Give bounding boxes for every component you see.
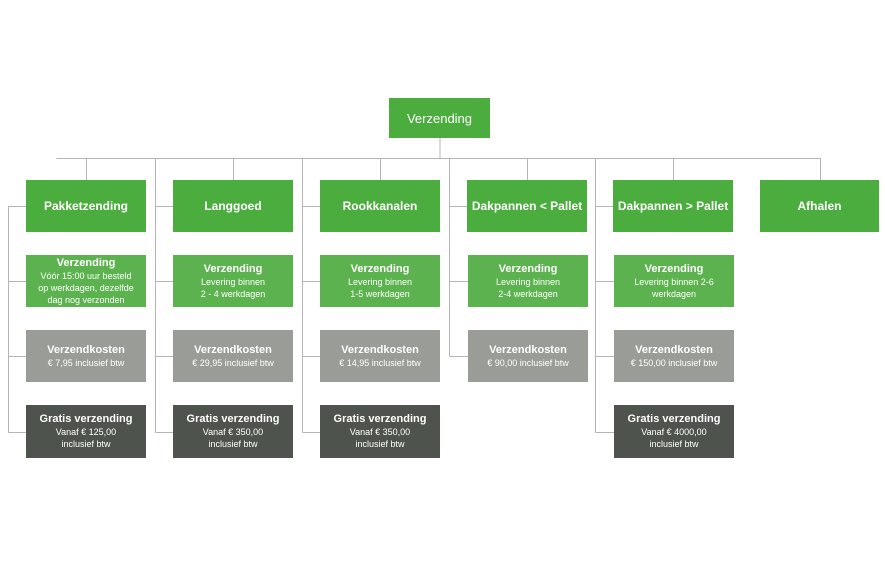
gratis-card-title: Gratis verzending (186, 413, 280, 425)
verzending-card-title: Verzending (56, 256, 116, 269)
gratis-card-line: inclusief btw (355, 439, 405, 449)
gratis-card-title: Gratis verzending (39, 413, 133, 425)
category-header-pakketzending: Pakketzending (26, 180, 146, 232)
gratis-card-title: Gratis verzending (333, 413, 427, 425)
category-header-label: Afhalen (797, 199, 842, 213)
verzending-card-title: Verzending (203, 262, 263, 275)
verzending-card-line: 2-4 werkdagen (498, 288, 558, 299)
category-header-rookkanalen: Rookkanalen (320, 180, 440, 232)
category-header-label: Dakpannen > Pallet (617, 199, 729, 213)
kosten-card: Verzendkosten€ 14,95 inclusief btw (320, 330, 440, 382)
kosten-card: Verzendkosten€ 150,00 inclusief btw (614, 330, 734, 382)
kosten-card-line: € 90,00 inclusief btw (487, 357, 569, 368)
verzending-card-line: Levering binnen (200, 276, 266, 287)
category-header-afhalen: Afhalen (760, 180, 879, 232)
root-node-verzending: Verzending (389, 98, 490, 138)
verzending-card-title: Verzending (498, 262, 558, 275)
verzending-card-line: Levering binnen 2-6 (634, 276, 714, 287)
kosten-card-line: € 150,00 inclusief btw (630, 357, 718, 368)
kosten-card-line: € 29,95 inclusief btw (192, 357, 274, 368)
gratis-card-line: inclusief btw (649, 439, 699, 449)
verzending-card-line: Vóór 15:00 uur besteld (40, 270, 132, 281)
verzending-card-title: Verzending (350, 262, 410, 275)
kosten-card-line: € 14,95 inclusief btw (339, 357, 421, 368)
root-node-label: Verzending (406, 110, 473, 126)
kosten-card-title: Verzendkosten (489, 343, 567, 356)
gratis-card-line: inclusief btw (208, 439, 258, 449)
gratis-card-line: inclusief btw (61, 439, 111, 449)
kosten-card-line: € 7,95 inclusief btw (47, 357, 125, 368)
verzending-card-line: 2 - 4 werkdagen (200, 288, 266, 299)
kosten-card-title: Verzendkosten (194, 343, 272, 356)
category-header-label: Pakketzending (43, 199, 129, 213)
kosten-card: Verzendkosten€ 29,95 inclusief btw (173, 330, 293, 382)
gratis-card-line: Vanaf € 4000,00 (641, 427, 707, 437)
gratis-card-line: Vanaf € 350,00 (202, 427, 264, 437)
gratis-card-line: Vanaf € 125,00 (55, 427, 117, 437)
kosten-card-title: Verzendkosten (341, 343, 419, 356)
gratis-card-title: Gratis verzending (627, 413, 721, 425)
verzending-card-line: Levering binnen (495, 276, 561, 287)
verzending-card-line: werkdagen (651, 288, 697, 299)
gratis-card-line: Vanaf € 350,00 (349, 427, 411, 437)
kosten-card-title: Verzendkosten (47, 343, 125, 356)
category-header-langgoed: Langgoed (173, 180, 293, 232)
category-header-dakpannen-pallet: Dakpannen > Pallet (613, 180, 733, 232)
kosten-card: Verzendkosten€ 90,00 inclusief btw (468, 330, 588, 382)
verzending-card-line: op werkdagen, dezelfde (38, 282, 134, 293)
category-header-label: Dakpannen < Pallet (471, 199, 583, 213)
category-header-label: Rookkanalen (342, 199, 418, 213)
kosten-card-title: Verzendkosten (635, 343, 713, 356)
kosten-card: Verzendkosten€ 7,95 inclusief btw (26, 330, 146, 382)
verzending-card-line: 1-5 werkdagen (350, 288, 410, 299)
verzending-card-line: dag nog verzonden (47, 294, 125, 305)
category-header-label: Langgoed (204, 199, 262, 213)
verzending-card-title: Verzending (644, 262, 704, 275)
category-header-dakpannen-pallet: Dakpannen < Pallet (467, 180, 587, 232)
verzending-card-line: Levering binnen (347, 276, 413, 287)
